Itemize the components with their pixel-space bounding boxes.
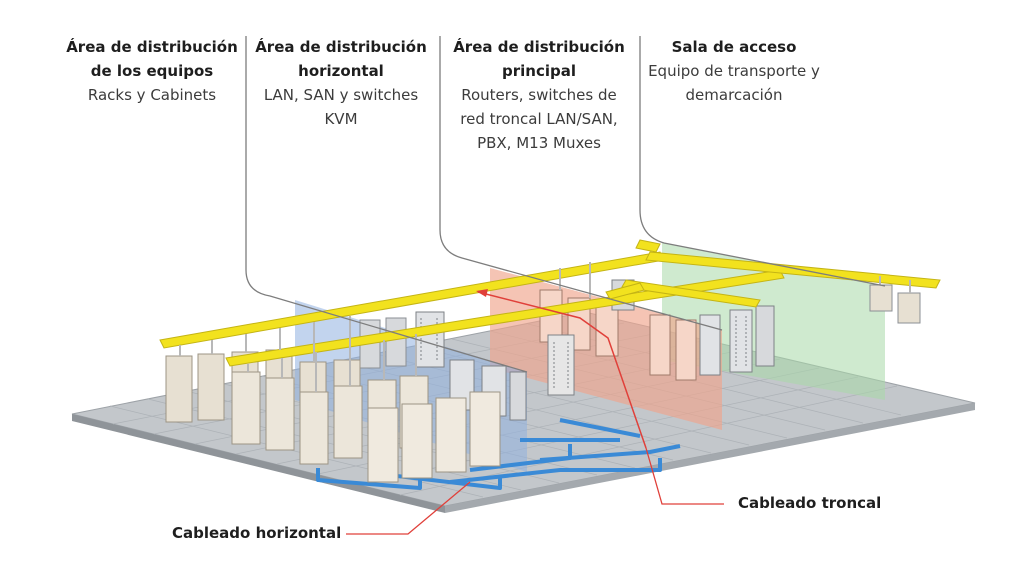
area-principal-sub-2: red troncal LAN/SAN, (460, 110, 618, 128)
area-principal-title-1: Área de distribución (453, 38, 625, 56)
area-horizontal-sub-1: LAN, SAN y switches (263, 86, 419, 104)
racks-principal (539, 279, 775, 396)
label-leader-lines (245, 36, 886, 373)
label-sala-acceso: Sala de acceso Equipo de transporte y de… (638, 35, 830, 107)
cable-trays (159, 239, 941, 367)
area-equipos-title-2: de los equipos (90, 62, 214, 80)
callout-horizontal-leader (346, 481, 471, 535)
area-principal-sub-1: Routers, switches de (461, 86, 617, 104)
equipment-cabinets (165, 349, 501, 483)
callout-cableado-troncal: Cableado troncal (738, 494, 882, 512)
callout-troncal-leader (645, 447, 724, 505)
area-equipos-sub-1: Racks y Cabinets (87, 86, 217, 104)
area-equipos-title-1: Área de distribución (66, 38, 238, 56)
racks-horizontal (359, 311, 527, 421)
sala-acceso-sub-2: demarcación (685, 86, 783, 104)
area-horizontal-title-2: horizontal (298, 62, 384, 80)
cable-tray-supports (179, 262, 911, 392)
callout-cableado-horizontal: Cableado horizontal (172, 524, 342, 542)
label-area-horizontal: Área de distribución horizontal LAN, SAN… (246, 35, 436, 131)
area-horizontal-title-1: Área de distribución (255, 38, 427, 56)
horizontal-cabling (316, 418, 681, 490)
label-area-principal: Área de distribución principal Routers, … (440, 35, 638, 155)
area-horizontal-sub-2: KVM (324, 110, 358, 128)
sala-acceso-title: Sala de acceso (671, 38, 797, 56)
racks-sala-acceso (869, 284, 921, 324)
backbone-arrowhead (476, 289, 488, 297)
sala-acceso-sub-1: Equipo de transporte y (648, 62, 820, 80)
area-principal-title-2: principal (502, 62, 576, 80)
label-area-equipos: Área de distribución de los equipos Rack… (52, 35, 252, 107)
backbone-cabling-line (477, 291, 647, 449)
area-principal-sub-3: PBX, M13 Muxes (477, 134, 601, 152)
